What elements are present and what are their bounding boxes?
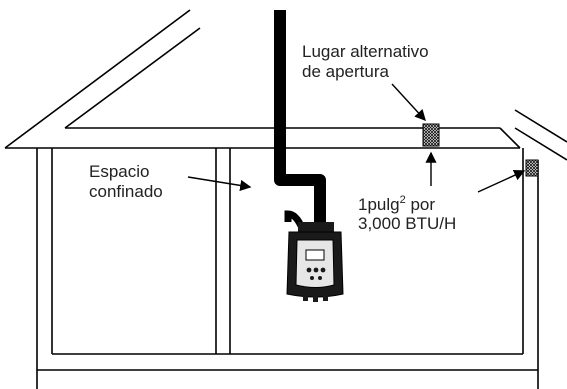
label-opening-size-line2: 3,000 BTU/H [358, 214, 456, 233]
heater-button [318, 276, 322, 280]
arrow-to-ceiling-vent [391, 83, 426, 122]
roof-right-outer [514, 109, 567, 143]
heater-button [313, 267, 319, 273]
heater-button [310, 276, 314, 280]
heater-bottom-fitting [323, 294, 328, 301]
tankless-water-heater [286, 222, 344, 302]
heater-front-panel [295, 239, 335, 288]
roof-outer-left [4, 9, 191, 149]
ceiling-vent [422, 123, 440, 147]
label-opening-size-unit: 1pulg [358, 195, 400, 214]
arrow-to-wall-vent [477, 169, 526, 193]
heater-button [306, 267, 312, 273]
label-confined-space-line2: confinado [89, 182, 163, 201]
wall-vent [525, 159, 539, 177]
arrow-to-confined-space [187, 176, 252, 191]
heater-display [305, 249, 325, 261]
label-confined-space-line1: Espacio [89, 162, 149, 181]
heater-bottom-fitting [313, 295, 318, 302]
roof-right-inner [499, 127, 521, 149]
heater-bottom-fitting [303, 294, 308, 301]
roof-inner-left [64, 27, 201, 129]
walls [36, 148, 539, 389]
heater-button [320, 267, 326, 273]
roof-right-inner-2 [514, 127, 567, 161]
vent-pipe [274, 10, 326, 228]
arrows [187, 83, 526, 193]
label-alternative-opening-line1: Lugar alternativo [302, 42, 429, 61]
label-opening-size-line1: 1pulg2 por [358, 194, 435, 214]
label-alternative-opening-line2: de apertura [302, 62, 389, 81]
label-opening-size-per: por [406, 195, 436, 214]
heater-top-collar [298, 222, 334, 232]
label-opening-size-superscript: 2 [400, 194, 406, 206]
